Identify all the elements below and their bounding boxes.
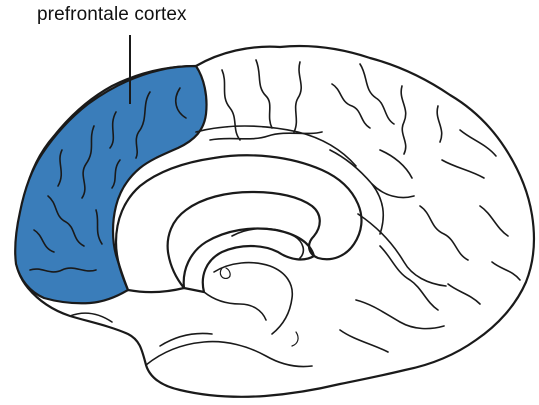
sulcus-j [380, 150, 412, 178]
midbrain-line [214, 263, 292, 334]
sulcus-c [294, 62, 301, 132]
sulcus-n [480, 206, 508, 236]
small-structure [220, 268, 230, 278]
sulcus-b [256, 60, 272, 128]
sulcus-a [222, 70, 240, 140]
sulcus-f [401, 86, 406, 154]
thalamus [232, 229, 303, 259]
brainstem-line-2 [146, 342, 312, 367]
brainstem-mark [292, 332, 298, 346]
sulcus-o [492, 262, 520, 280]
sulcus-q [380, 246, 438, 310]
sulcus-u [160, 334, 212, 347]
sulcus-k [442, 160, 484, 178]
prefrontal-cortex-region [15, 66, 206, 303]
prefrontal-cortex-label: prefrontale cortex [37, 4, 187, 26]
sulcus-e [360, 64, 394, 124]
sulcus-p [448, 284, 480, 304]
sulcus-m [420, 206, 468, 260]
sulcus-g [437, 106, 442, 142]
fornix [184, 229, 314, 293]
sulcus-d [332, 84, 370, 128]
sulcus-s [340, 330, 388, 352]
corpus-callosum [116, 155, 361, 292]
sulcus-i [330, 150, 414, 198]
cingulate-sulcus [196, 126, 356, 166]
sulcus-l [460, 130, 496, 156]
brainstem-line-1 [204, 292, 266, 320]
